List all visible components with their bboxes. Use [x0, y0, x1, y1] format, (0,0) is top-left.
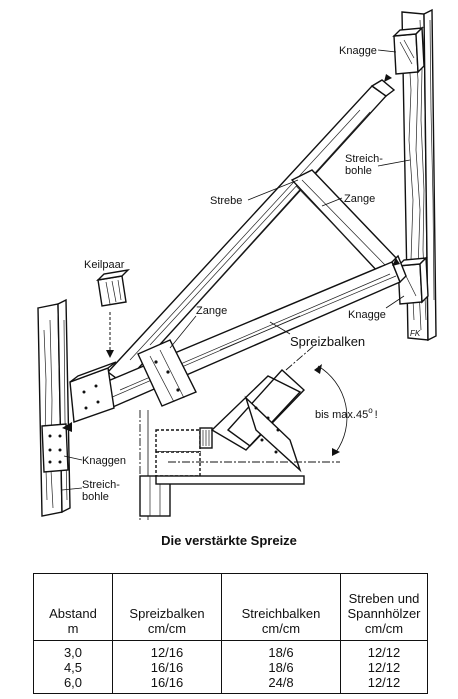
knagge-top-cleat — [392, 26, 425, 75]
zange-upper-tie — [290, 169, 402, 275]
label-spreizbalken: Spreizbalken — [290, 334, 365, 349]
label-zange-lower: Zange — [196, 305, 227, 317]
cell-streben: 12/12 — [340, 675, 428, 694]
artist-signature: FK — [410, 329, 421, 338]
cell-streben: 12/12 — [340, 660, 428, 675]
label-streichbohle-left-2: bohle — [82, 491, 109, 503]
label-angle-note: bis max.45o! — [315, 406, 378, 421]
keilpaar-arrowhead — [106, 350, 114, 358]
leader-zange-upper — [321, 197, 343, 207]
figure-caption: Die verstärkte Spreize — [161, 533, 297, 548]
spreizbalken-beam — [95, 254, 407, 411]
keilpaar-wedge-pair — [95, 268, 131, 307]
cell-streichbalken: 24/8 — [221, 675, 341, 694]
label-knagge-right: Knagge — [348, 309, 386, 321]
cell-spreizbalken: 16/16 — [112, 675, 222, 694]
leader-streichbohle-right — [377, 159, 411, 167]
cell-streichbalken: 18/6 — [221, 640, 341, 660]
cell-spreizbalken: 12/16 — [112, 640, 222, 660]
label-streichbohle-right-1: Streich- — [345, 153, 383, 165]
leader-knagge-top — [377, 49, 397, 53]
leader-knaggen — [63, 455, 83, 461]
label-keilpaar: Keilpaar — [84, 259, 125, 271]
leader-zange-lower — [169, 315, 197, 349]
left-end-block — [69, 361, 117, 423]
arrow-left-block — [62, 422, 72, 432]
col-header-spreizbalken: Spreizbalken cm/cm — [112, 573, 222, 641]
left-streichbohle-plank — [37, 298, 71, 517]
label-strebe: Strebe — [210, 195, 242, 207]
leader-spreizbalken — [269, 321, 291, 335]
label-zange-upper: Zange — [344, 193, 375, 205]
cell-streichbalken: 18/6 — [221, 660, 341, 675]
col-header-streichbalken: Streichbalken cm/cm — [221, 573, 341, 641]
col-header-streben-spannhoelzer: Streben und Spannhölzer cm/cm — [340, 573, 428, 641]
dimension-table: Abstand m Spreizbalken cm/cm Streichbalk… — [33, 573, 428, 694]
cell-abstand: 6,0 — [33, 675, 113, 694]
table-row: 4,5 16/16 18/6 12/12 — [33, 660, 428, 675]
cell-streben: 12/12 — [340, 640, 428, 660]
cell-abstand: 3,0 — [33, 640, 113, 660]
leader-knagge-right — [385, 295, 405, 309]
table-row: 3,0 12/16 18/6 12/12 — [33, 640, 428, 660]
knaggen-left-cleat — [41, 423, 69, 473]
cell-abstand: 4,5 — [33, 660, 113, 675]
cell-spreizbalken: 16/16 — [112, 660, 222, 675]
label-streichbohle-left-1: Streich- — [82, 479, 120, 491]
detail-section-drawing — [139, 343, 348, 520]
arrow-knagge-top — [384, 74, 392, 82]
leader-streichbohle-left — [61, 487, 83, 491]
table-header-row: Abstand m Spreizbalken cm/cm Streichbalk… — [33, 573, 428, 641]
arrow-knagge-right — [392, 258, 400, 266]
table-row: 6,0 16/16 24/8 12/12 — [33, 675, 428, 694]
zange-lower-clamp — [137, 339, 197, 407]
label-knagge-top: Knagge — [339, 45, 377, 57]
label-streichbohle-right-2: bohle — [345, 165, 372, 177]
label-knaggen: Knaggen — [82, 455, 126, 467]
leader-strebe — [247, 179, 299, 201]
reinforced-strut-diagram: Knagge Streich- bohle Strebe Zange Keilp… — [37, 8, 437, 520]
col-header-abstand: Abstand m — [33, 573, 113, 641]
